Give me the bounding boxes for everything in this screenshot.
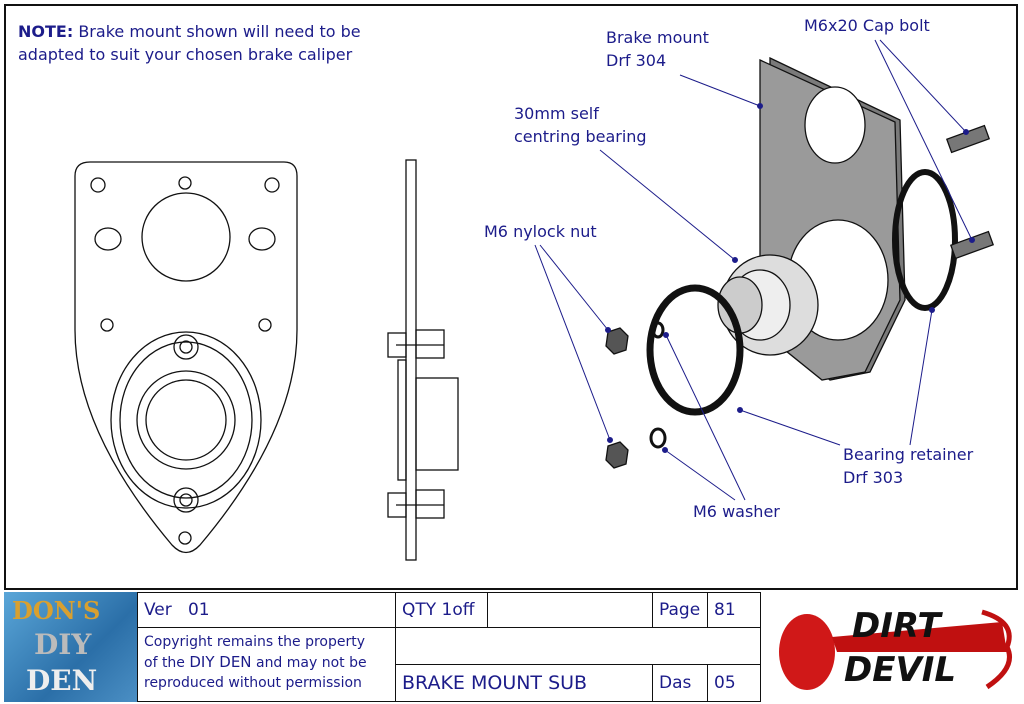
version-cell: Ver 01 (137, 592, 396, 628)
technical-drawing (74, 39, 995, 561)
page-label-cell: Page (652, 592, 708, 628)
side-view-plate (405, 159, 417, 561)
exploded-isometric-view (605, 56, 995, 469)
leader-lines (534, 39, 975, 501)
blank-cell (487, 592, 653, 628)
callout-washer: M6 washer (693, 502, 780, 521)
das-label-cell: Das (652, 664, 708, 702)
title-block: DON'S DIY DEN Ver 01 Copyright remains t… (0, 590, 1024, 704)
qty-cell: QTY 1off (395, 592, 488, 628)
dirt-devil-logo: DIRT DEVIL (762, 592, 1022, 702)
callout-nylock-nut: M6 nylock nut (484, 222, 597, 241)
front-view-plate (74, 161, 298, 554)
drawing-border (4, 4, 1018, 590)
dons-diy-den-logo: DON'S DIY DEN (4, 592, 137, 702)
blank-row-cell (395, 627, 761, 665)
title-cell: BRAKE MOUNT SUB (395, 664, 653, 702)
note-line-1: NOTE: Brake mount shown will need to be (18, 22, 361, 41)
callout-cap-bolt: M6x20 Cap bolt (804, 16, 930, 35)
note-line-2: adapted to suit your chosen brake calipe… (18, 45, 353, 64)
das-value-cell: 05 (707, 664, 761, 702)
page-value-cell: 81 (707, 592, 761, 628)
